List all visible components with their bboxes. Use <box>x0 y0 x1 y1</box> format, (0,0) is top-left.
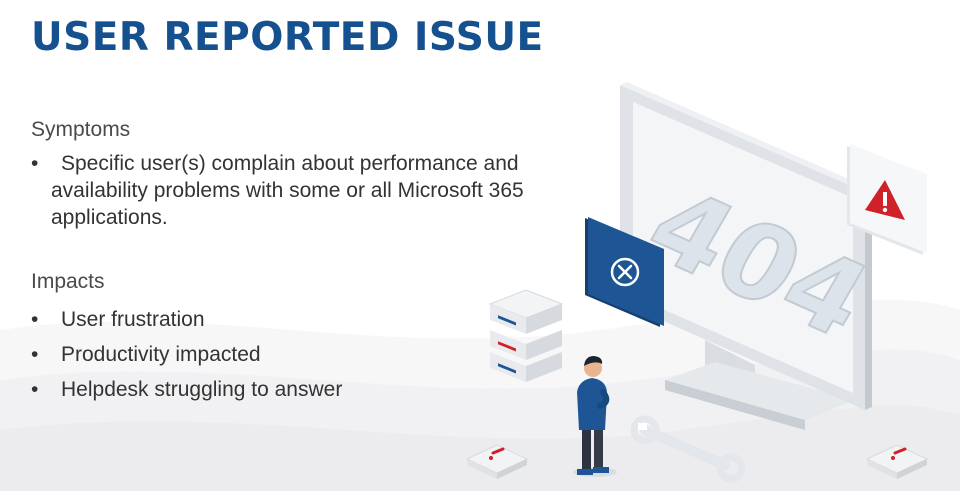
bullet-icon: • <box>31 343 39 366</box>
warning-card <box>847 144 927 255</box>
bullet-icon: • <box>31 152 39 175</box>
impact-text: Productivity impacted <box>61 343 261 366</box>
list-item: • User frustration <box>31 302 342 337</box>
person-figure <box>573 356 617 477</box>
monitor <box>620 82 872 410</box>
symptoms-list: • Specific user(s) complain about perfor… <box>31 150 571 231</box>
symptom-text: Specific user(s) complain about performa… <box>51 152 524 229</box>
close-x-icon <box>610 257 640 287</box>
impacts-heading: Impacts <box>31 270 105 293</box>
monitor-stand <box>665 340 855 430</box>
exclamation-icon <box>465 444 529 479</box>
list-item: • Productivity impacted <box>31 337 342 372</box>
bullet-icon: • <box>31 378 39 401</box>
bullet-icon: • <box>31 308 39 331</box>
impact-text: User frustration <box>61 308 205 331</box>
close-dialog-card <box>585 217 664 327</box>
impact-text: Helpdesk struggling to answer <box>61 378 343 401</box>
wrench-icon <box>630 415 746 483</box>
impacts-list: • User frustration • Productivity impact… <box>31 302 342 407</box>
error-404-illustration: 404 <box>465 82 929 483</box>
server-stack-icon <box>488 289 564 382</box>
list-item: • Helpdesk struggling to answer <box>31 372 342 407</box>
list-item: • Specific user(s) complain about perfor… <box>31 150 571 231</box>
slide-title: USER REPORTED ISSUE <box>31 15 544 60</box>
symptoms-heading: Symptoms <box>31 118 131 141</box>
exclamation-icon <box>865 444 929 479</box>
